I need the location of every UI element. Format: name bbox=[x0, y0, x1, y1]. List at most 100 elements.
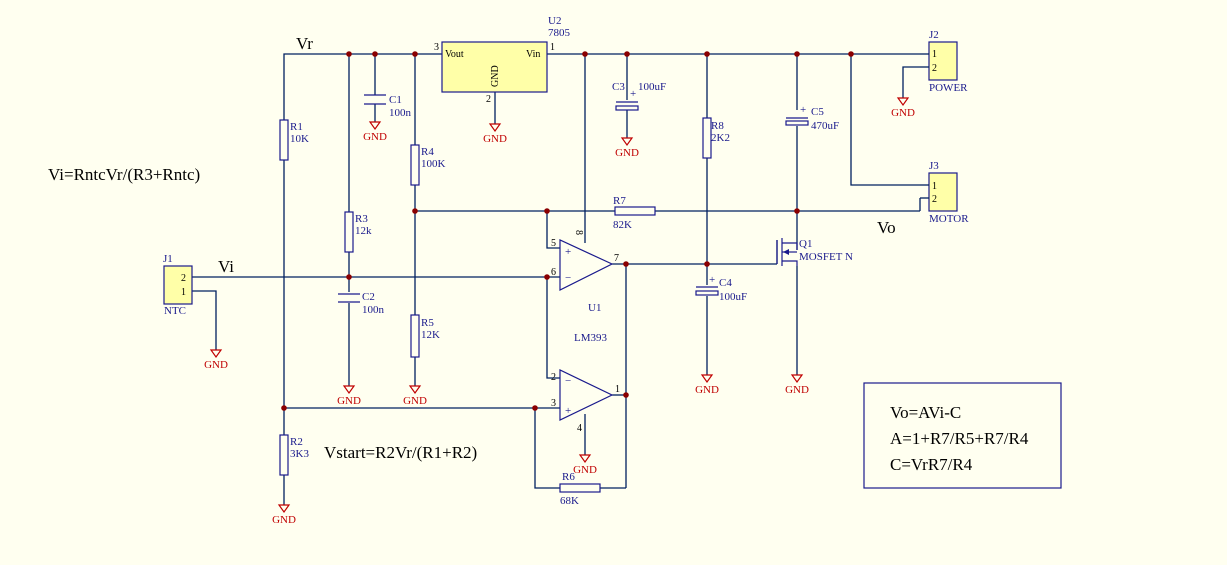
ground-label: GND bbox=[363, 131, 387, 143]
wires bbox=[192, 53, 921, 505]
svg-text:R7: R7 bbox=[613, 195, 626, 207]
svg-text:R4: R4 bbox=[421, 146, 434, 158]
svg-text:82K: 82K bbox=[613, 219, 632, 231]
svg-text:1: 1 bbox=[932, 181, 937, 192]
ground-label: GND bbox=[483, 133, 507, 145]
resistor-r7: R7 82K bbox=[613, 195, 656, 231]
capacitor-c3: + C3 100uF bbox=[612, 81, 666, 111]
resistor-r6: R6 68K bbox=[559, 471, 601, 507]
svg-text:1: 1 bbox=[932, 49, 937, 60]
ground-symbol: GND bbox=[483, 123, 507, 145]
svg-text:R2: R2 bbox=[290, 436, 303, 448]
connector-j3: J3 1 2 MOTOR bbox=[928, 160, 969, 225]
svg-text:4: 4 bbox=[577, 423, 582, 434]
ground-symbol: GND bbox=[337, 385, 361, 407]
svg-text:2: 2 bbox=[181, 273, 186, 284]
ground-label: GND bbox=[695, 384, 719, 396]
ground-label: GND bbox=[272, 514, 296, 526]
u2-vout-label: Vout bbox=[445, 49, 464, 60]
svg-text:C2: C2 bbox=[362, 291, 375, 303]
svg-text:+: + bbox=[709, 274, 715, 286]
resistor-r2: R2 3K3 bbox=[279, 434, 309, 476]
comparator-u1a: + − 5 6 7 8 bbox=[551, 230, 619, 291]
formula-offset: C=VrR7/R4 bbox=[890, 455, 973, 474]
svg-text:−: − bbox=[565, 272, 571, 284]
formula-gain: A=1+R7/R5+R7/R4 bbox=[890, 429, 1029, 448]
svg-text:Q1: Q1 bbox=[799, 238, 812, 250]
svg-text:J2: J2 bbox=[929, 29, 939, 41]
connector-j1: J1 2 1 NTC bbox=[163, 253, 193, 317]
resistor-r4: R4 100K bbox=[410, 144, 446, 186]
u2-ref: U2 bbox=[548, 15, 561, 27]
svg-text:100n: 100n bbox=[362, 304, 385, 316]
resistor-r1: R1 10K bbox=[279, 119, 309, 161]
svg-text:6: 6 bbox=[551, 267, 556, 278]
svg-text:100uF: 100uF bbox=[719, 291, 747, 303]
svg-text:2: 2 bbox=[932, 194, 937, 205]
ground-label: GND bbox=[337, 395, 361, 407]
svg-text:MOSFET N: MOSFET N bbox=[799, 251, 853, 263]
ground-symbol: GND bbox=[204, 349, 228, 371]
junctions bbox=[281, 51, 854, 411]
ground-label: GND bbox=[785, 384, 809, 396]
ground-symbol: GND bbox=[695, 374, 719, 396]
svg-text:100uF: 100uF bbox=[638, 81, 666, 93]
svg-text:5: 5 bbox=[551, 238, 556, 249]
resistor-r5: R5 12K bbox=[410, 314, 440, 358]
svg-text:1: 1 bbox=[615, 384, 620, 395]
ground-label: GND bbox=[573, 464, 597, 476]
svg-text:+: + bbox=[565, 246, 571, 258]
svg-text:3: 3 bbox=[551, 398, 556, 409]
resistor-r8: R8 2K2 bbox=[702, 117, 730, 159]
svg-text:100K: 100K bbox=[421, 158, 446, 170]
ground-symbol: GND bbox=[272, 504, 296, 526]
ground-label: GND bbox=[891, 107, 915, 119]
regulator-u2: U2 7805 Vout Vin GND 3 1 2 bbox=[434, 15, 571, 105]
svg-text:R5: R5 bbox=[421, 317, 434, 329]
svg-text:NTC: NTC bbox=[164, 305, 186, 317]
svg-text:C4: C4 bbox=[719, 277, 732, 289]
u2-part: 7805 bbox=[548, 27, 571, 39]
svg-text:1: 1 bbox=[181, 287, 186, 298]
svg-text:MOTOR: MOTOR bbox=[929, 213, 969, 225]
svg-text:2: 2 bbox=[551, 372, 556, 383]
svg-text:100n: 100n bbox=[389, 107, 412, 119]
svg-text:C5: C5 bbox=[811, 106, 824, 118]
capacitor-c2: C2 100n bbox=[338, 291, 385, 316]
comparator-u1b: − + 2 3 1 4 bbox=[551, 369, 620, 434]
net-label-vi: Vi bbox=[218, 257, 234, 276]
ground-label: GND bbox=[204, 359, 228, 371]
u2-pin1: 1 bbox=[550, 42, 555, 53]
svg-text:C3: C3 bbox=[612, 81, 625, 93]
svg-text:2K2: 2K2 bbox=[711, 132, 730, 144]
ground-label: GND bbox=[615, 147, 639, 159]
transfer-function-box: Vo=AVi-C A=1+R7/R5+R7/R4 C=VrR7/R4 bbox=[863, 382, 1062, 489]
net-label-vo: Vo bbox=[877, 218, 896, 237]
connector-j2: J2 1 2 POWER bbox=[928, 29, 968, 94]
ground-symbol: GND bbox=[573, 454, 597, 476]
u1-part: LM393 bbox=[574, 332, 608, 344]
u2-gnd-label: GND bbox=[490, 65, 501, 87]
u2-vin-label: Vin bbox=[526, 49, 540, 60]
svg-text:R6: R6 bbox=[562, 471, 575, 483]
u1-ref: U1 bbox=[588, 302, 601, 314]
svg-text:3K3: 3K3 bbox=[290, 448, 309, 460]
ground-symbol: GND bbox=[785, 374, 809, 396]
u2-pin2: 2 bbox=[486, 94, 491, 105]
net-label-vr: Vr bbox=[296, 34, 313, 53]
ground-symbols: GND GND GND GND GND GND GND GND GND GND GND bbox=[204, 97, 915, 526]
capacitor-c5: + C5 470uF bbox=[785, 104, 839, 132]
svg-text:470uF: 470uF bbox=[811, 120, 839, 132]
svg-text:12K: 12K bbox=[421, 329, 440, 341]
ground-label: GND bbox=[403, 395, 427, 407]
svg-text:R1: R1 bbox=[290, 121, 303, 133]
svg-text:C1: C1 bbox=[389, 94, 402, 106]
formula-vo: Vo=AVi-C bbox=[890, 403, 961, 422]
svg-text:R3: R3 bbox=[355, 213, 368, 225]
ground-symbol: GND bbox=[891, 97, 915, 119]
svg-text:−: − bbox=[565, 375, 571, 387]
capacitor-c4: + C4 100uF bbox=[695, 274, 747, 303]
ground-symbol: GND bbox=[615, 137, 639, 159]
svg-text:POWER: POWER bbox=[929, 82, 968, 94]
